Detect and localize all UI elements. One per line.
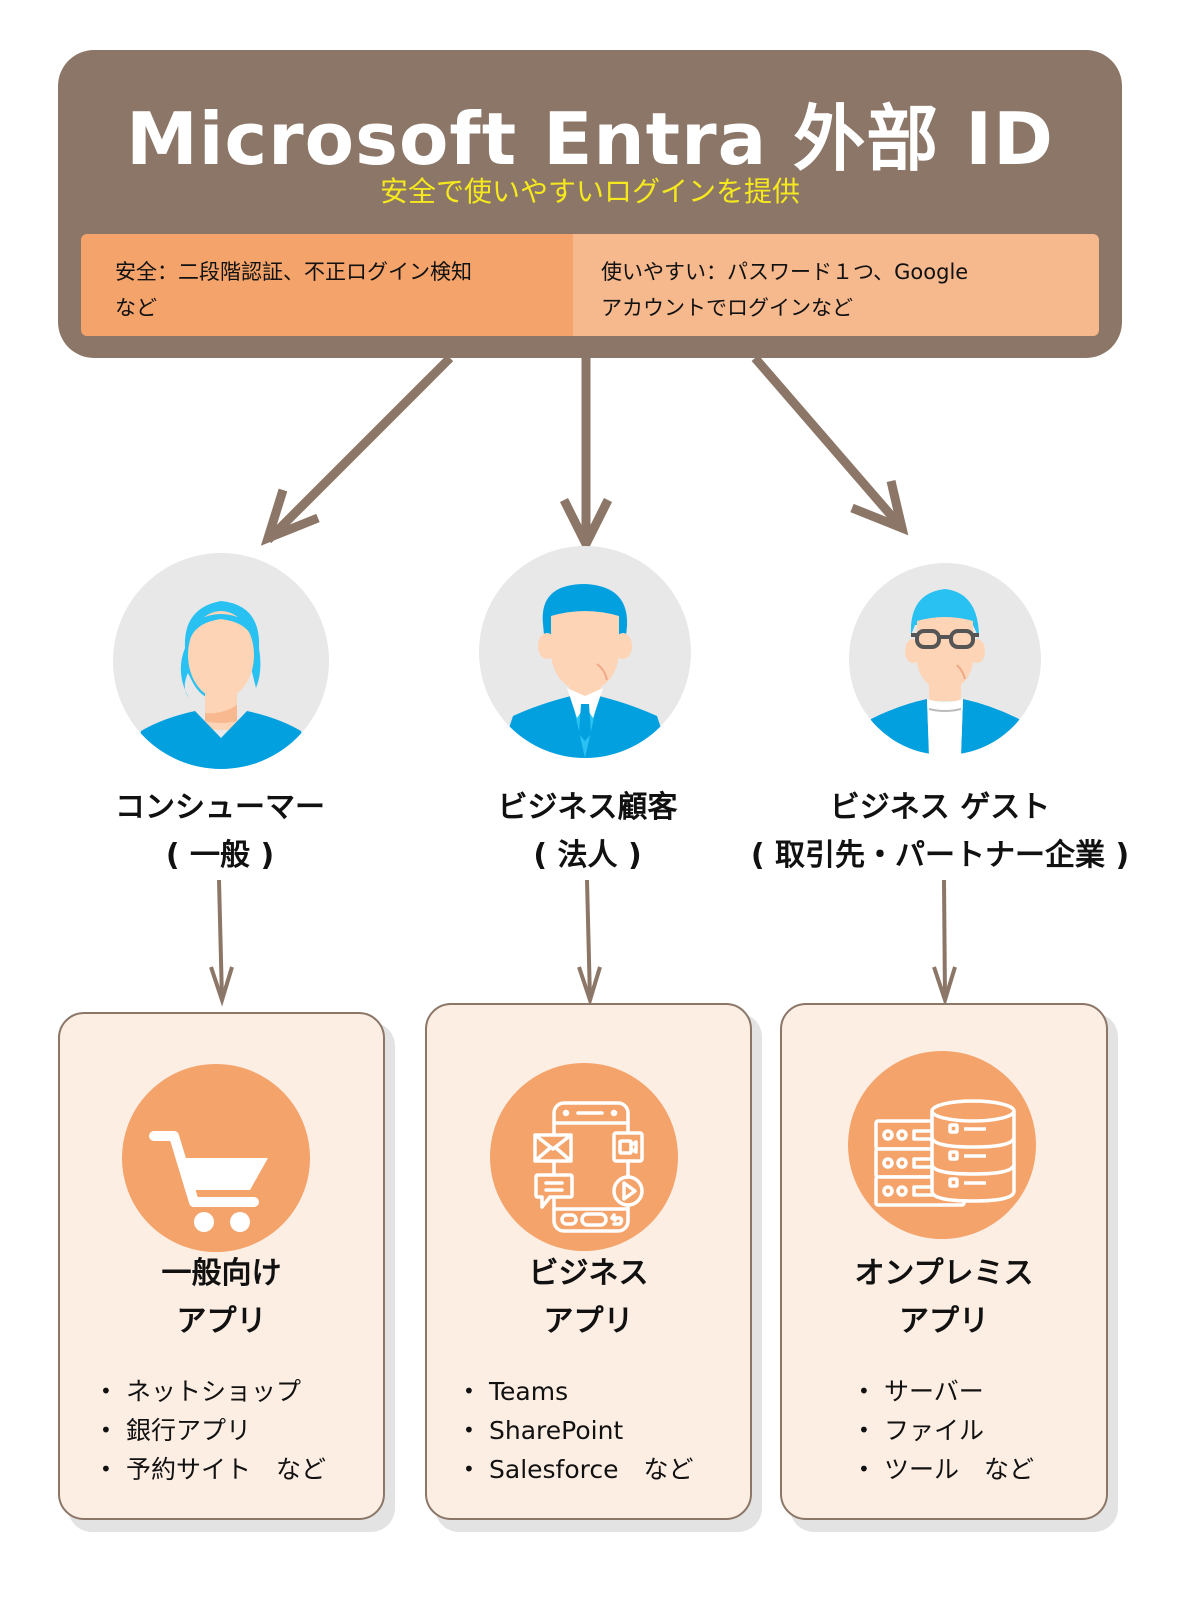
feature-usability-line1: 使いやすい：パスワード１つ、Google bbox=[601, 260, 969, 284]
arrow-head-consumer-app bbox=[209, 966, 234, 1007]
arrow-head-guest-app bbox=[932, 966, 957, 1007]
arrow-consumer-to-app bbox=[217, 879, 224, 1001]
list-item: ツール など bbox=[858, 1450, 1034, 1489]
app-card-business: ビジネス アプリ Teams SharePoint Salesforce など bbox=[425, 1003, 752, 1520]
header-banner: Microsoft Entra 外部 ID 安全で使いやすいログインを提供 安全… bbox=[58, 50, 1122, 358]
feature-usability: 使いやすい：パスワード１つ、Google アカウントでログインなど bbox=[573, 234, 1099, 336]
feature-usability-line2: アカウントでログインなど bbox=[601, 296, 853, 320]
list-item: 銀行アプリ bbox=[100, 1411, 326, 1450]
app-card-onpremises-title: オンプレミス アプリ bbox=[782, 1250, 1106, 1346]
list-item: Teams bbox=[463, 1372, 694, 1411]
app-card-consumer-title-line1: 一般向け bbox=[161, 1256, 282, 1291]
persona-business-customer: ビジネス顧客 ( 法人 ) bbox=[425, 784, 750, 880]
arrow-to-consumer bbox=[264, 354, 454, 544]
app-card-consumer-title-line2: アプリ bbox=[176, 1304, 267, 1339]
list-item: Salesforce など bbox=[463, 1450, 694, 1489]
persona-consumer-name: コンシューマー bbox=[115, 790, 325, 825]
arrow-head-business-customer bbox=[559, 497, 613, 555]
app-card-consumer-title: 一般向け アプリ bbox=[60, 1250, 383, 1346]
man-with-glasses-avatar-icon bbox=[849, 563, 1041, 755]
list-item: 予約サイト など bbox=[100, 1450, 326, 1489]
persona-business-customer-sub: ( 法人 ) bbox=[533, 838, 642, 873]
feature-security: 安全：二段階認証、不正ログイン検知 など bbox=[81, 234, 573, 336]
list-item: ファイル bbox=[858, 1411, 1034, 1450]
list-item: ネットショップ bbox=[100, 1372, 326, 1411]
arrow-head-business-app bbox=[577, 966, 602, 1007]
persona-consumer: コンシューマー ( 一般 ) bbox=[60, 784, 380, 880]
persona-consumer-sub: ( 一般 ) bbox=[165, 838, 275, 873]
app-card-consumer-list: ネットショップ 銀行アプリ 予約サイト など bbox=[100, 1372, 326, 1489]
app-card-onpremises-title-line2: アプリ bbox=[899, 1304, 989, 1339]
app-card-business-title-line2: アプリ bbox=[543, 1304, 634, 1339]
arrow-head-consumer bbox=[260, 488, 320, 546]
businessman-avatar-icon bbox=[479, 546, 691, 758]
mobile-apps-icon bbox=[490, 1063, 678, 1251]
app-card-business-title-line1: ビジネス bbox=[528, 1256, 649, 1291]
persona-business-guest-name: ビジネス ゲスト bbox=[829, 790, 1051, 825]
app-card-business-list: Teams SharePoint Salesforce など bbox=[463, 1372, 694, 1489]
feature-security-line1: 安全：二段階認証、不正ログイン検知 bbox=[115, 260, 472, 284]
server-database-icon bbox=[848, 1051, 1036, 1239]
woman-avatar-icon bbox=[113, 553, 329, 769]
arrow-business-to-app bbox=[585, 879, 592, 1001]
list-item: サーバー bbox=[858, 1372, 1034, 1411]
app-card-consumer: 一般向け アプリ ネットショップ 銀行アプリ 予約サイト など bbox=[58, 1012, 385, 1520]
app-card-onpremises-list: サーバー ファイル ツール など bbox=[858, 1372, 1034, 1489]
persona-business-guest: ビジネス ゲスト ( 取引先・パートナー企業 ) bbox=[730, 784, 1150, 880]
arrow-guest-to-app bbox=[942, 879, 947, 1001]
app-card-onpremises: オンプレミス アプリ サーバー ファイル ツール など bbox=[780, 1003, 1108, 1520]
arrow-head-business-guest bbox=[850, 479, 909, 536]
page-subtitle: 安全で使いやすいログインを提供 bbox=[379, 175, 800, 208]
app-card-onpremises-title-line1: オンプレミス bbox=[854, 1256, 1034, 1291]
shopping-cart-icon bbox=[122, 1064, 310, 1252]
page-title: Microsoft Entra 外部 ID bbox=[126, 97, 1054, 181]
feature-security-line2: など bbox=[115, 296, 157, 320]
arrow-to-business-guest bbox=[751, 355, 906, 531]
app-card-business-title: ビジネス アプリ bbox=[427, 1250, 750, 1346]
persona-business-guest-sub: ( 取引先・パートナー企業 ) bbox=[750, 838, 1130, 873]
list-item: SharePoint bbox=[463, 1411, 694, 1450]
persona-business-customer-name: ビジネス顧客 bbox=[497, 790, 678, 825]
